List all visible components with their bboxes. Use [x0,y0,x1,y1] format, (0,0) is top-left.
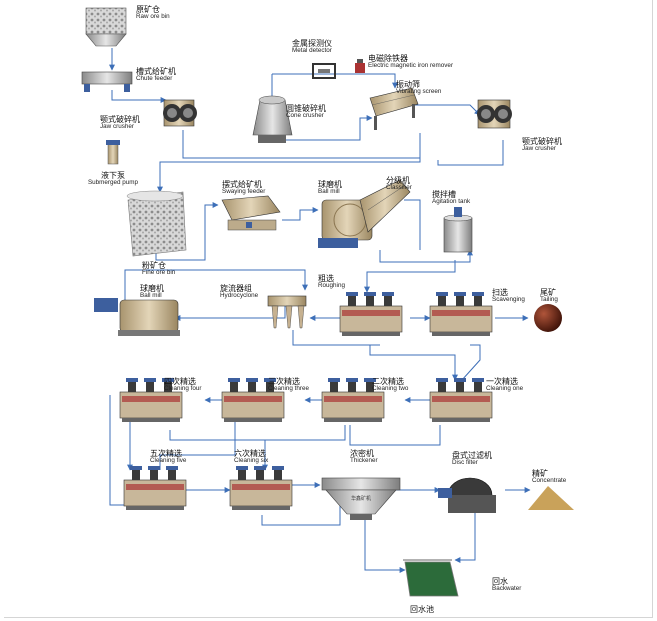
ball-mill-2-icon [94,298,180,336]
disc-filter-icon [438,477,496,513]
concentrate-pile-icon [528,486,574,510]
cleaning-two-cell-icon [321,378,385,422]
cleaning-six-cell-icon [229,466,293,510]
chute-feeder-icon [81,71,133,92]
classifier-icon [359,179,411,233]
vibrating-screen-icon [369,87,419,130]
agitation-tank-icon [443,207,473,253]
jaw-crusher-1-icon [163,99,197,127]
label-backwater-pool: 回水池 [410,605,434,614]
scavenging-cell-icon [429,292,493,336]
submerged-pump-icon [106,140,120,165]
raw-ore-bin-icon [85,7,127,47]
roughing-cell-icon [339,292,403,336]
fine-ore-bin-icon [126,190,187,257]
metal-detector-icon [312,63,336,79]
backwater-pool-icon [403,559,459,597]
hydrocyclone-icon [267,295,307,329]
thickener-plate: 华鑫矿机 [351,495,371,502]
cone-crusher-icon [252,95,293,143]
cleaning-three-cell-icon [221,378,285,422]
iron-remover-icon [355,59,365,73]
tailing-icon [534,304,562,332]
cleaning-four-cell-icon [119,378,183,422]
cleaning-one-cell-icon [429,378,493,422]
cleaning-five-cell-icon [123,466,187,510]
thickener-icon: 华鑫矿机 [321,477,401,520]
swaying-feeder-icon [221,195,281,231]
jaw-crusher-2-icon [477,99,512,129]
ball-mill-1-icon [318,199,373,248]
